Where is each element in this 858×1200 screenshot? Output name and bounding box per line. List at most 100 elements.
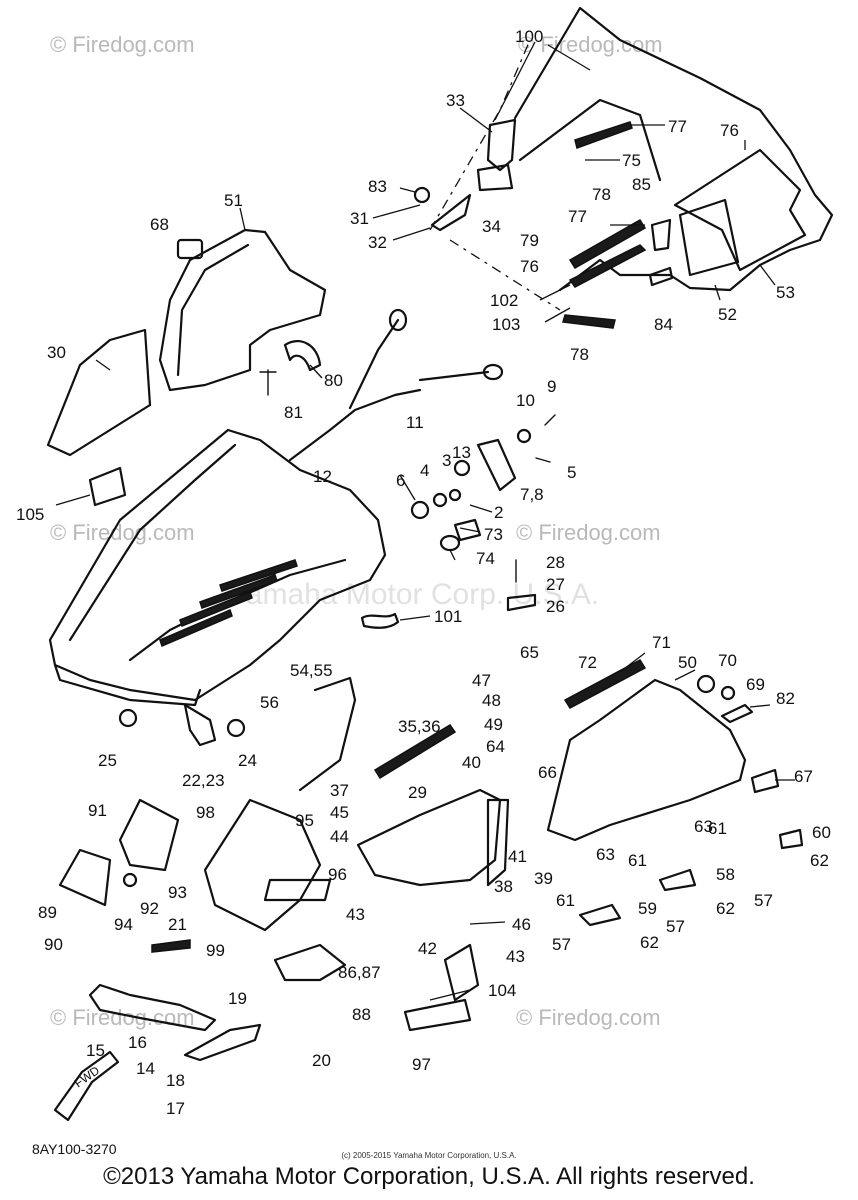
- pad-82: [720, 703, 754, 724]
- callout-63b: 63: [596, 845, 615, 864]
- callout-105: 105: [16, 505, 44, 524]
- lever-7-8: [476, 438, 517, 492]
- callout-58: 58: [716, 865, 735, 884]
- callout-65: 65: [520, 643, 539, 662]
- duct-30: [46, 328, 152, 457]
- screw-81: [259, 369, 277, 396]
- callout-76b: 76: [520, 257, 539, 276]
- callout-93: 93: [168, 883, 187, 902]
- knob-74: [439, 534, 461, 552]
- callout-89: 89: [38, 903, 57, 922]
- callout-68: 68: [150, 215, 169, 234]
- callout-3536: 35,36: [398, 717, 441, 736]
- clip-101: [360, 612, 400, 629]
- watermark-mid-right: © Firedog.com: [516, 520, 661, 545]
- callout-13: 13: [452, 443, 471, 462]
- copyright-notice: ©2013 Yamaha Motor Corporation, U.S.A. A…: [103, 1163, 755, 1190]
- side-cover-drawing: [46, 228, 327, 507]
- callout-50: 50: [678, 653, 697, 672]
- callout-77a: 77: [668, 117, 687, 136]
- callout-82: 82: [776, 689, 795, 708]
- cable-branch-upper: [348, 318, 400, 410]
- bolts-9-5: [535, 414, 556, 463]
- callout-11: 11: [406, 413, 424, 432]
- tray-95: [203, 798, 322, 932]
- callout-62b: 62: [716, 899, 735, 918]
- callout-99: 99: [206, 941, 225, 960]
- callout-92: 92: [140, 899, 159, 918]
- callout-17: 17: [166, 1099, 185, 1118]
- callout-8687: 86,87: [338, 963, 381, 982]
- clip-85: [650, 218, 672, 252]
- callout-78b: 78: [570, 345, 589, 364]
- callout-42: 42: [418, 939, 437, 958]
- callout-96: 96: [328, 865, 347, 884]
- leader-2: [469, 504, 493, 513]
- callout-101: 101: [434, 607, 462, 626]
- washer-94: [122, 872, 138, 888]
- washer-69: [720, 685, 736, 701]
- windshield-centerline: [429, 39, 531, 231]
- callout-27: 27: [546, 575, 565, 594]
- callout-78c: 7,8: [520, 485, 544, 504]
- callout-102: 102: [490, 291, 518, 310]
- callout-103: 103: [492, 315, 520, 334]
- leader-30: [95, 359, 111, 371]
- callout-14: 14: [136, 1059, 155, 1078]
- windshield-inner-line: [518, 98, 662, 182]
- leader-31: [372, 204, 421, 219]
- callout-95: 95: [295, 811, 314, 830]
- watermark-center: Yamaha Motor Corp. U.S.A.: [228, 578, 599, 611]
- callout-63a: 63: [694, 817, 713, 836]
- callout-62c: 62: [640, 933, 659, 952]
- callout-75: 75: [622, 151, 641, 170]
- callout-100: 100: [515, 27, 543, 46]
- latch-22-23: [183, 703, 217, 747]
- leader-100: [494, 41, 591, 121]
- callout-71: 71: [652, 633, 671, 652]
- callout-61a: 61: [708, 819, 727, 838]
- callout-33: 33: [446, 91, 465, 110]
- leader-32: [392, 227, 431, 241]
- cable-end-11: [482, 363, 504, 381]
- callout-46: 46: [512, 915, 531, 934]
- cable-11: [418, 370, 490, 382]
- knob-6: [410, 500, 430, 520]
- bracket-14: [183, 1023, 262, 1062]
- callout-31: 31: [350, 209, 369, 228]
- leader-101: [399, 615, 431, 621]
- callout-29: 29: [408, 783, 427, 802]
- callout-64: 64: [486, 737, 505, 756]
- callout-30: 30: [47, 343, 66, 362]
- leader-83: [399, 187, 416, 193]
- rubber-24: [226, 718, 246, 738]
- callout-78a: 78: [592, 185, 611, 204]
- bracket-96: [263, 878, 332, 902]
- grommet-70: [696, 674, 716, 694]
- bracket-104: [443, 943, 480, 1002]
- windshield-window-right: [673, 148, 807, 272]
- sheet-97: [403, 998, 472, 1032]
- strip-21: [151, 939, 191, 953]
- strip-79: [568, 218, 647, 270]
- callout-57b: 57: [666, 917, 685, 936]
- clip-57: [658, 868, 697, 892]
- callout-24: 24: [238, 751, 257, 770]
- plate-32: [430, 193, 472, 232]
- clip-59: [578, 903, 622, 927]
- leader-102: [539, 284, 571, 301]
- callout-12: 12: [313, 467, 332, 486]
- hood-outline: [48, 428, 387, 702]
- washer-4: [432, 492, 448, 508]
- bracket-34: [476, 163, 514, 192]
- callout-40: 40: [462, 753, 481, 772]
- callout-5455: 54,55: [290, 661, 333, 680]
- callout-45: 45: [330, 803, 349, 822]
- callout-53: 53: [776, 283, 795, 302]
- watermark-top-right: © Firedog.com: [518, 32, 663, 57]
- callout-39: 39: [534, 869, 553, 888]
- leader-46: [469, 921, 506, 925]
- callout-34: 34: [482, 217, 501, 236]
- callout-6: 6: [396, 471, 405, 490]
